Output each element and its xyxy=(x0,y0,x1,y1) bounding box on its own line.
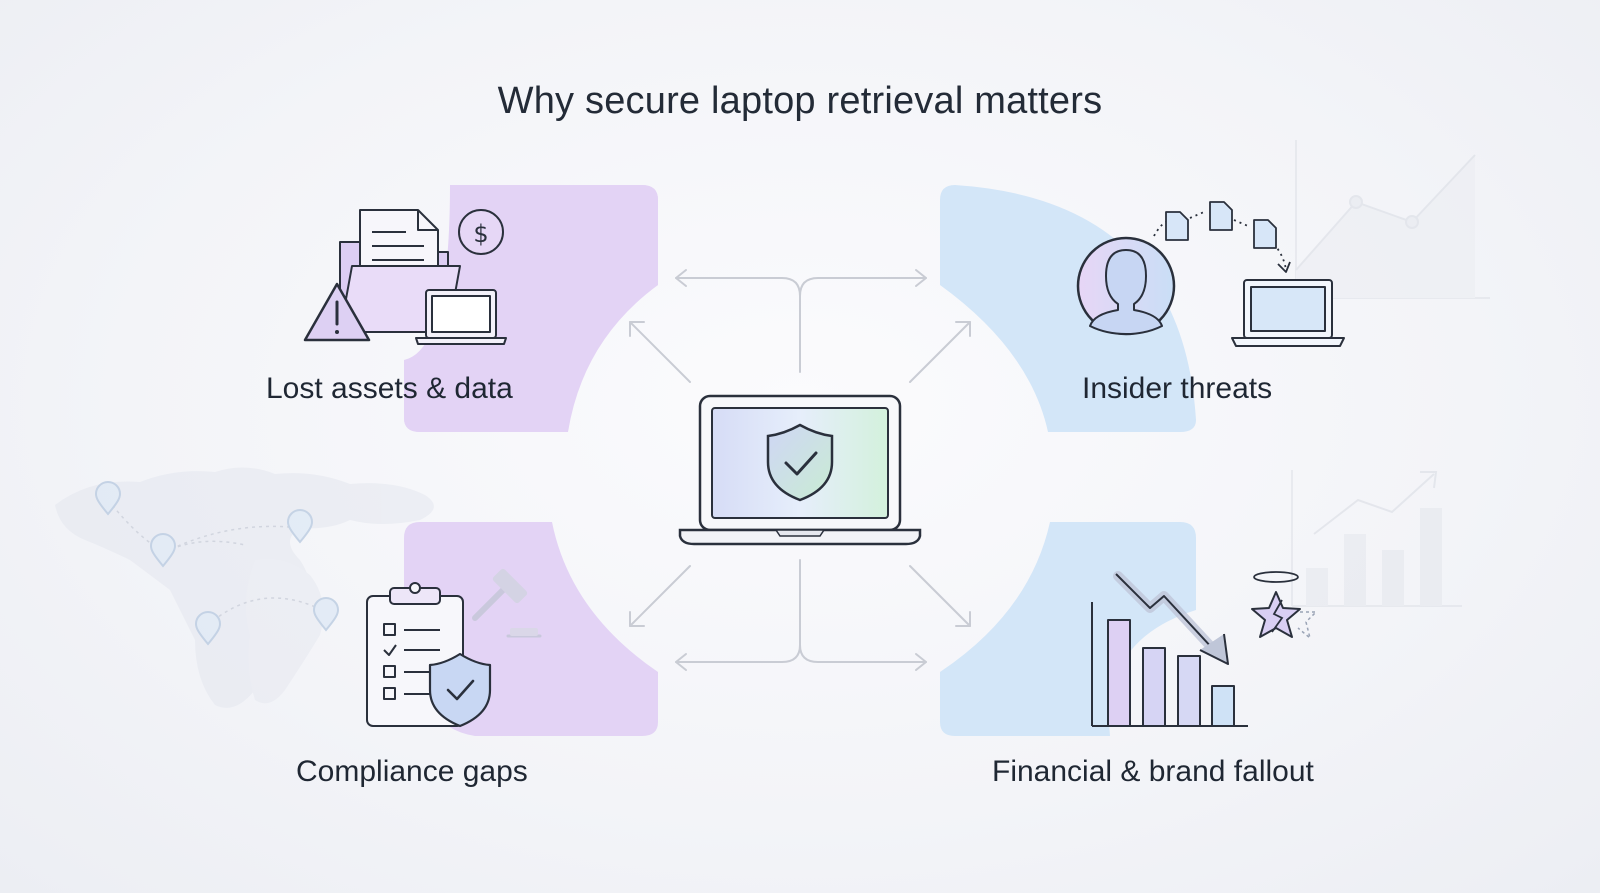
gavel-icon xyxy=(472,568,542,638)
svg-text:$: $ xyxy=(473,220,488,248)
label-lost-assets: Lost assets & data xyxy=(266,372,513,405)
declining-bar-chart-icon xyxy=(1091,571,1248,727)
documents-transfer-icon xyxy=(1153,201,1291,273)
broken-star-icon xyxy=(1251,571,1318,641)
world-map-pins-icon xyxy=(55,467,434,708)
connector-lines xyxy=(629,269,971,671)
shield-check-icon xyxy=(428,652,492,728)
user-avatar-icon xyxy=(1076,236,1176,336)
quadrant-shape-top-right xyxy=(940,185,1196,432)
quadrant-shape-bottom-right xyxy=(940,522,1196,736)
label-financial-brand-fallout: Financial & brand fallout xyxy=(992,755,1314,788)
warning-triangle-icon xyxy=(303,282,371,342)
laptop-icon xyxy=(415,289,507,345)
label-insider-threats: Insider threats xyxy=(1082,372,1273,405)
background-bar-chart-icon xyxy=(1291,470,1462,607)
background-line-chart-icon xyxy=(1295,140,1490,299)
label-compliance-gaps: Compliance gaps xyxy=(296,755,528,788)
page-title: Why secure laptop retrieval matters xyxy=(497,80,1103,122)
dollar-coin-icon: $ xyxy=(458,209,504,255)
laptop-shield-check-icon xyxy=(678,394,922,546)
laptop-icon xyxy=(1231,279,1345,347)
